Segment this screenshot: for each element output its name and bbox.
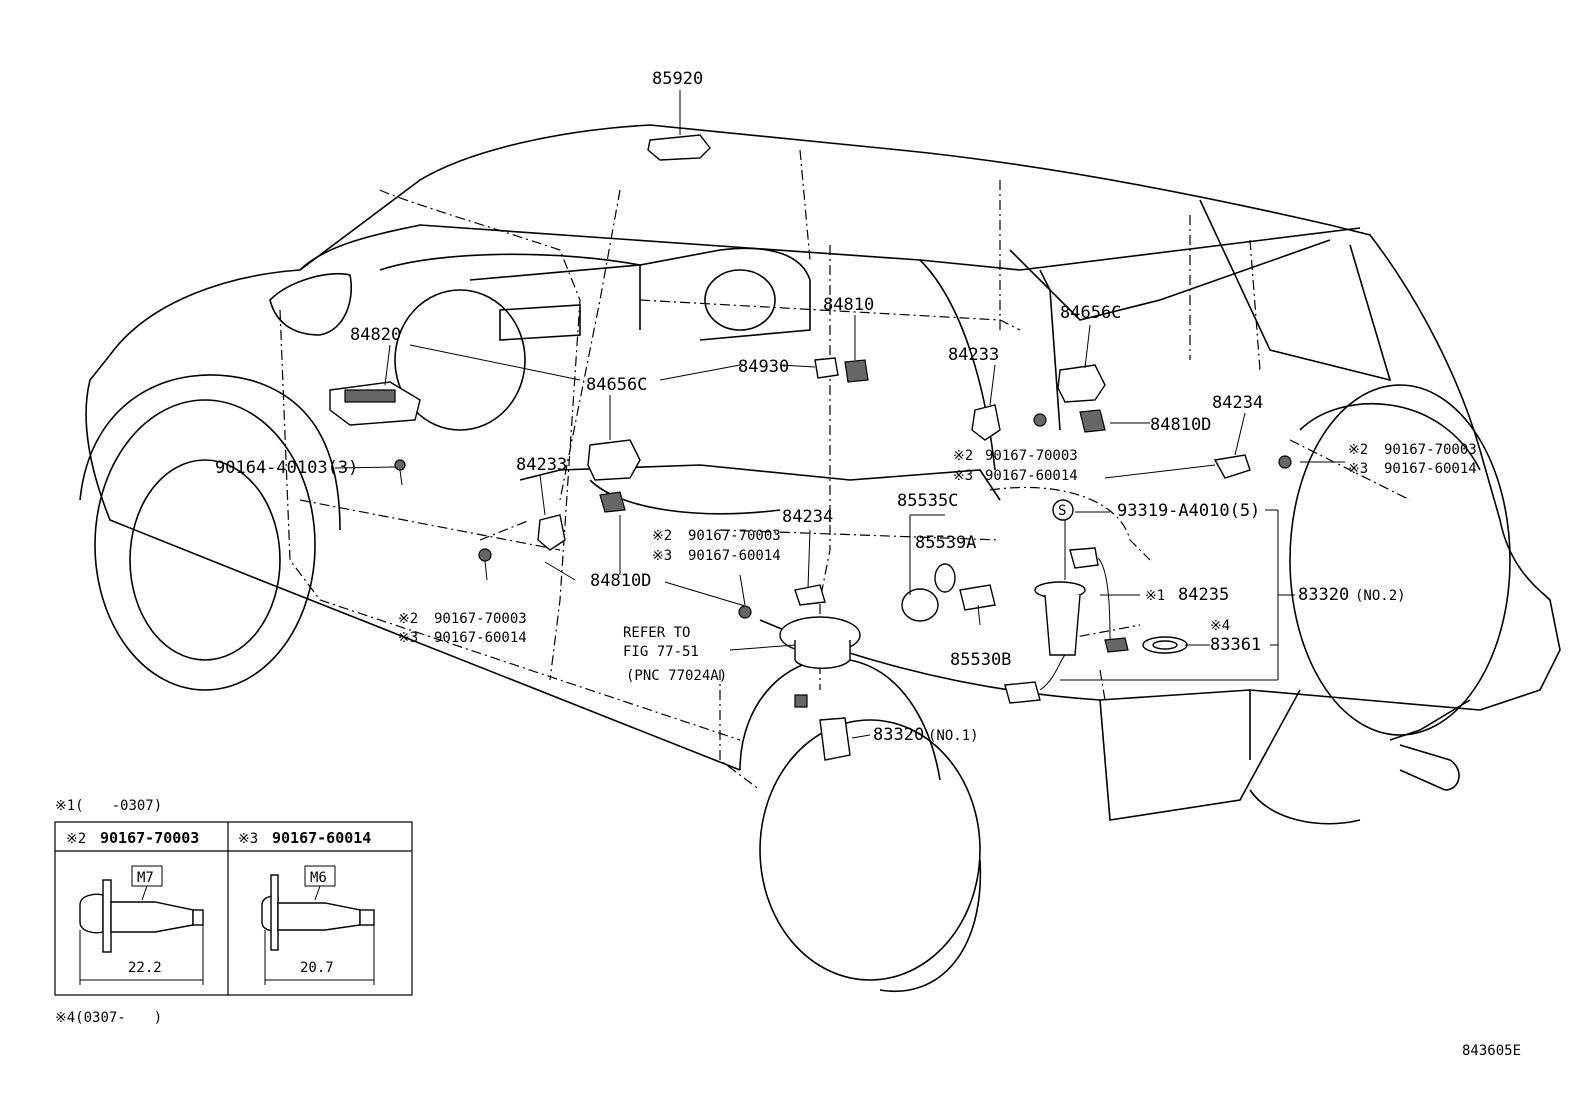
bolt-right-m3: 90167-60014 bbox=[1384, 461, 1477, 477]
callout-85530b: 85530B bbox=[950, 650, 1011, 670]
callout-84656c-rear: 84656C bbox=[1060, 303, 1121, 323]
courtesy-switch-84233-rear bbox=[971, 404, 1001, 441]
callout-84656c-front: 84656C bbox=[586, 375, 647, 395]
bolt-m6-drawing: M6 20.7 bbox=[261, 865, 375, 985]
cap-85539a bbox=[934, 563, 956, 593]
legend-col1-mark: ※2 bbox=[66, 831, 86, 847]
mark-2-mid: ※2 bbox=[953, 448, 973, 464]
callout-83320-no2-suffix: (NO.2) bbox=[1355, 588, 1406, 604]
socket-85535c bbox=[901, 588, 939, 622]
roof-lamp-85920 bbox=[647, 134, 711, 161]
callout-84234-center: 84234 bbox=[782, 507, 833, 527]
bolt-left bbox=[478, 548, 492, 562]
fuel-sender-83320-no1 bbox=[819, 717, 851, 761]
callout-84235: 84235 bbox=[1178, 585, 1229, 605]
bolt-mid bbox=[1033, 413, 1047, 427]
bolt-left-m2: 90167-70003 bbox=[434, 611, 527, 627]
connector-84235 bbox=[1069, 547, 1099, 569]
callout-84234-rear: 84234 bbox=[1212, 393, 1263, 413]
callouts: 85920 84820 84810 84930 84656C 84656C 84… bbox=[215, 69, 1477, 745]
switch-84234-rear bbox=[1213, 454, 1251, 479]
bolt-m7-drawing: M7 22.2 bbox=[79, 865, 204, 985]
switch-84810d-rear bbox=[1079, 409, 1106, 433]
callout-93319: 93319-A4010(5) bbox=[1117, 501, 1260, 521]
hidden-lines bbox=[279, 149, 1411, 791]
mark-4: ※4 bbox=[1210, 618, 1230, 634]
mark-1: ※1 bbox=[1145, 588, 1165, 604]
courtesy-switch-84233-front bbox=[537, 514, 566, 551]
callout-84820: 84820 bbox=[350, 325, 401, 345]
bolt-center-m2: 90167-70003 bbox=[688, 528, 781, 544]
callout-84810: 84810 bbox=[823, 295, 874, 315]
callout-83361: 83361 bbox=[1210, 635, 1261, 655]
switch-bezel-84656c-rear bbox=[1057, 364, 1106, 403]
leader-lines bbox=[334, 90, 1345, 739]
socket-85530b bbox=[959, 584, 996, 611]
bolt-90164 bbox=[394, 459, 406, 471]
switch-84810d-front bbox=[599, 491, 626, 513]
bolt-left-m3: 90167-60014 bbox=[434, 630, 527, 646]
legend-col2-part: 90167-60014 bbox=[272, 829, 371, 847]
bolt-mid-m3: 90167-60014 bbox=[985, 468, 1078, 484]
legend-col2-mark: ※3 bbox=[238, 831, 258, 847]
callout-85535c: 85535C bbox=[897, 491, 958, 511]
legend-note-4: ※4(0307- ) bbox=[55, 1010, 162, 1026]
mark-2-left: ※2 bbox=[398, 611, 418, 627]
callout-84233-front: 84233 bbox=[516, 455, 567, 475]
diagram-code: 843605E bbox=[1462, 1043, 1521, 1059]
legend-col1-part: 90167-70003 bbox=[100, 829, 199, 847]
switch-84810 bbox=[844, 359, 869, 383]
callout-84810d-rear: 84810D bbox=[1150, 415, 1211, 435]
callout-83320-no1-suffix: (NO.1) bbox=[928, 728, 979, 744]
refer-line-1: REFER TO bbox=[623, 625, 690, 641]
refer-line-2: FIG 77-51 bbox=[623, 644, 699, 660]
callout-83320-no1: 83320 bbox=[873, 725, 924, 745]
mark-3-mid: ※3 bbox=[953, 468, 973, 484]
mark-3-left: ※3 bbox=[398, 630, 418, 646]
mark-3-right: ※3 bbox=[1348, 461, 1368, 477]
callout-84810d-front: 84810D bbox=[590, 571, 651, 591]
switch-84234-center bbox=[794, 584, 826, 606]
vehicle-outline bbox=[79, 124, 1561, 993]
master-switch-84820 bbox=[329, 381, 421, 426]
legend-col2-length: 20.7 bbox=[300, 960, 334, 976]
bolt-center-m3: 90167-60014 bbox=[688, 548, 781, 564]
callout-90164: 90164-40103(3) bbox=[215, 458, 358, 478]
legend: ※1( -0307) ※2 90167-70003 ※3 90167-60014… bbox=[54, 798, 413, 1026]
legend-col1-length: 22.2 bbox=[128, 960, 162, 976]
bolt-mid-m2: 90167-70003 bbox=[985, 448, 1078, 464]
callout-84233-rear: 84233 bbox=[948, 345, 999, 365]
bolt-center bbox=[738, 605, 752, 619]
callout-85920: 85920 bbox=[652, 69, 703, 89]
bolt-right bbox=[1278, 455, 1292, 469]
mark-3-center: ※3 bbox=[652, 548, 672, 564]
callout-85539a: 85539A bbox=[915, 533, 976, 553]
s-mark-circle bbox=[1052, 499, 1074, 521]
legend-note-1: ※1( -0307) bbox=[55, 798, 162, 814]
legend-col2-size: M6 bbox=[310, 870, 327, 886]
switch-bezel-84656c-front bbox=[587, 439, 641, 481]
parts bbox=[329, 134, 1292, 761]
bolt-right-m2: 90167-70003 bbox=[1384, 442, 1477, 458]
mark-2-right: ※2 bbox=[1348, 442, 1368, 458]
legend-col1-size: M7 bbox=[137, 870, 154, 886]
callout-83320-no2: 83320 bbox=[1298, 585, 1349, 605]
s-mark: S bbox=[1058, 503, 1066, 519]
callout-84930: 84930 bbox=[738, 357, 789, 377]
mark-2-center: ※2 bbox=[652, 528, 672, 544]
switch-84930 bbox=[814, 357, 839, 379]
refer-line-3: (PNC 77024A) bbox=[626, 668, 727, 684]
